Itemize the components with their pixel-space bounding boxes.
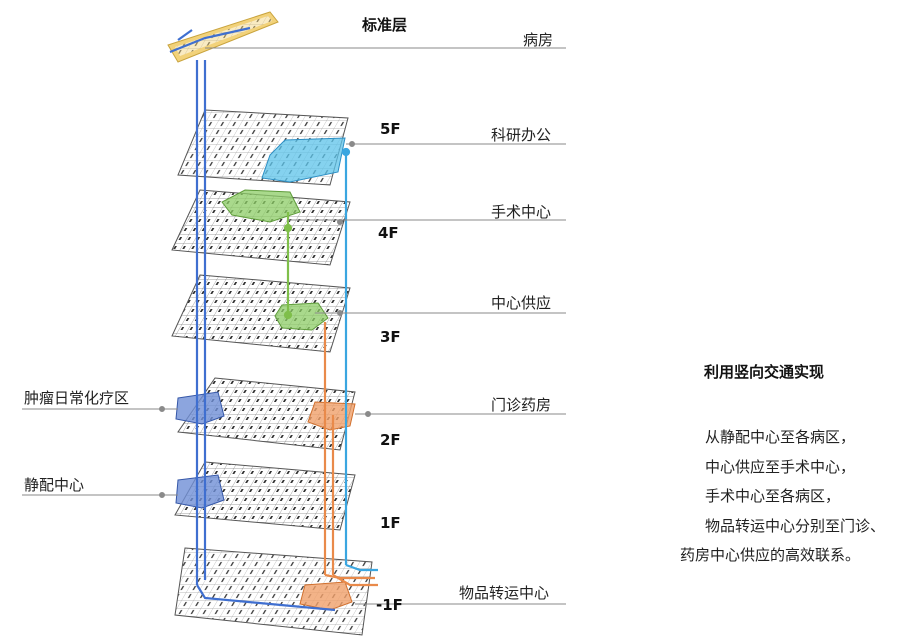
floor-plate-b1 (174, 547, 373, 636)
orange-route (323, 322, 378, 587)
blue-route (169, 26, 336, 612)
cyan-route (341, 147, 378, 572)
ward-floor-plate (167, 11, 279, 63)
side-line-4: 物品转运中心分别至门诊、 (705, 516, 886, 535)
floor-label-3f: 3F (380, 328, 401, 346)
leader-lines (22, 47, 566, 605)
diagram-title: 标准层 (362, 16, 408, 34)
side-title: 利用竖向交通实现 (704, 363, 825, 381)
side-description: 从静配中心至各病区， 中心供应至手术中心， 手术中心至各病区， 物品转运中心分别… (680, 423, 905, 571)
side-line-3: 手术中心至各病区， (705, 487, 841, 505)
label-surgery-center: 手术中心 (491, 203, 552, 221)
green-route (283, 212, 293, 320)
outpatient-pharmacy-zone (307, 401, 356, 431)
label-research-office: 科研办公 (491, 126, 552, 144)
pivas-center-zone (175, 474, 225, 509)
label-oncology-chemo: 肿瘤日常化疗区 (24, 389, 130, 407)
label-pivas-center: 静配中心 (24, 476, 85, 494)
label-ward: 病房 (523, 31, 554, 49)
floor-label-1f: 1F (380, 514, 401, 532)
surgery-center-zone (221, 189, 301, 223)
floor-label-2f: 2F (380, 431, 401, 449)
side-line-2: 中心供应至手术中心， (705, 457, 856, 476)
label-central-supply: 中心供应 (491, 294, 552, 312)
label-logistics-center: 物品转运中心 (459, 584, 550, 602)
logistics-center-zone (299, 581, 353, 611)
floor-label-4f: 4F (378, 224, 399, 242)
floor-plate-4f (171, 189, 351, 266)
side-line-1: 从静配中心至各病区， (705, 428, 856, 446)
floor-plate-3f (171, 274, 351, 353)
floor-label-b1: -1F (376, 596, 403, 614)
floor-label-5f: 5F (380, 120, 401, 138)
side-line-5: 药房中心供应的高效联系。 (680, 546, 861, 564)
oncology-chemo-zone (175, 391, 225, 425)
label-outpatient-pharmacy: 门诊药房 (491, 396, 552, 414)
research-office-zone (261, 137, 346, 183)
